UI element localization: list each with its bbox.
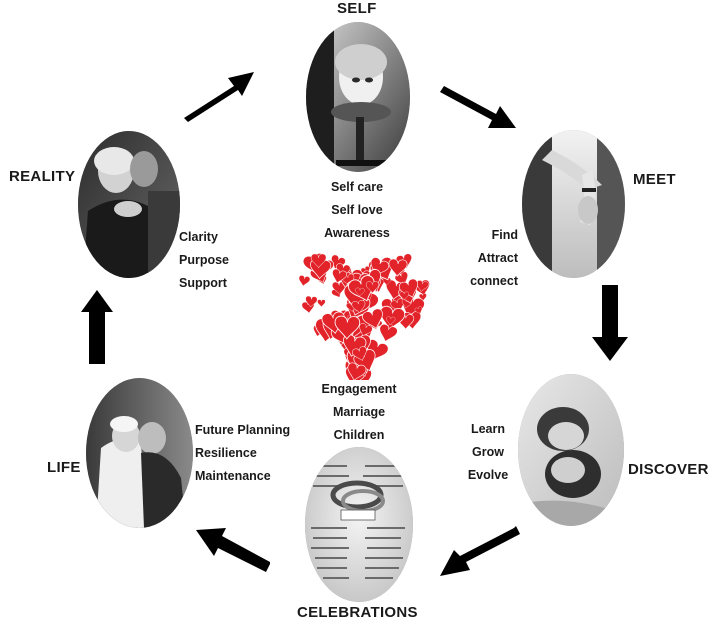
small-heart-icon — [347, 362, 367, 380]
life-item: Resilience — [195, 446, 257, 460]
discover-item: Evolve — [467, 468, 509, 482]
discover-photo — [518, 374, 624, 526]
reality-item: Support — [179, 276, 227, 290]
small-heart-icon — [362, 308, 383, 329]
arrow-icon — [436, 520, 520, 580]
small-heart-icon — [388, 258, 408, 277]
discover-items: Learn Grow Evolve — [458, 418, 518, 487]
small-heart-icon — [334, 315, 361, 340]
discover-title: DISCOVER — [628, 461, 709, 478]
reality-items: Clarity Purpose Support — [179, 226, 229, 295]
small-heart-icon — [365, 281, 379, 294]
arrow-icon — [194, 524, 272, 576]
celebrations-items: Engagement Marriage Children — [305, 378, 413, 447]
meet-item: Find — [491, 228, 518, 242]
reality-photo — [78, 131, 180, 278]
reality-item: Clarity — [179, 230, 218, 244]
small-heart-icon — [317, 299, 326, 307]
heart-of-hearts-icon — [298, 252, 430, 380]
discover-item: Learn — [470, 422, 506, 436]
small-heart-icon — [398, 278, 419, 298]
meet-item: Attract — [477, 251, 518, 265]
small-heart-icon — [298, 275, 311, 287]
life-photo — [86, 378, 193, 528]
self-item: Self care — [330, 180, 384, 194]
small-heart-icon — [399, 291, 409, 301]
small-heart-icon — [414, 306, 423, 314]
life-item: Future Planning — [195, 423, 291, 437]
celebrations-photo — [305, 447, 413, 602]
life-title: LIFE — [47, 459, 81, 476]
small-heart-icon — [352, 346, 367, 361]
self-item: Awareness — [324, 226, 390, 240]
small-heart-icon — [310, 253, 327, 269]
small-heart-icon — [351, 300, 366, 314]
life-items: Future Planning Resilience Maintenance — [195, 419, 290, 488]
small-heart-icon — [386, 316, 396, 326]
celebrations-item: Children — [333, 428, 385, 442]
celebrations-item: Marriage — [332, 405, 386, 419]
self-title: SELF — [337, 0, 377, 17]
self-photo — [306, 22, 410, 172]
arrow-icon — [178, 66, 258, 126]
meet-photo — [522, 130, 625, 278]
discover-item: Grow — [472, 445, 504, 459]
small-heart-icon — [305, 295, 318, 308]
self-item: Self love — [331, 203, 383, 217]
reality-item: Purpose — [179, 253, 230, 267]
small-heart-icon — [416, 280, 429, 292]
meet-title: MEET — [633, 171, 676, 188]
small-heart-icon — [355, 287, 365, 297]
arrow-icon — [590, 285, 630, 363]
self-items: Self care Self love Awareness — [311, 176, 403, 245]
small-heart-icon — [379, 323, 398, 342]
meet-item: connect — [470, 274, 518, 288]
small-heart-icon — [359, 323, 373, 337]
life-item: Maintenance — [195, 469, 271, 483]
arrow-icon — [79, 290, 115, 366]
celebrations-title: CELEBRATIONS — [297, 604, 418, 621]
celebrations-item: Engagement — [321, 382, 397, 396]
arrow-icon — [440, 76, 520, 132]
meet-items: Find Attract connect — [440, 224, 518, 293]
reality-title: REALITY — [9, 168, 76, 185]
small-heart-icon — [332, 268, 347, 284]
small-heart-icon — [419, 293, 427, 301]
